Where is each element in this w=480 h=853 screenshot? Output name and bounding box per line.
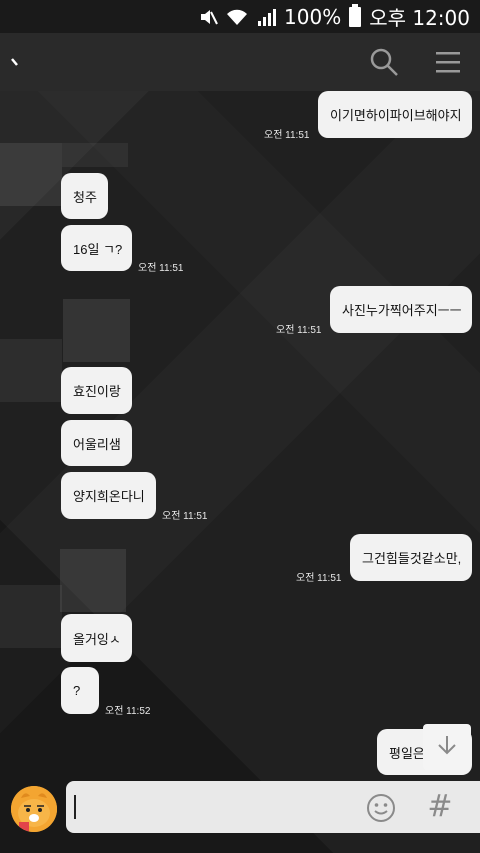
mute-icon (198, 7, 218, 27)
message-bubble[interactable]: 16일 ㄱ? (61, 225, 132, 271)
wifi-icon (226, 7, 248, 27)
sender-avatar[interactable] (63, 299, 130, 362)
sender-avatar[interactable] (0, 585, 62, 648)
back-arrow-icon[interactable] (8, 55, 22, 69)
message-input-bar: # (0, 777, 480, 853)
message-bubble[interactable]: 어울리샘 (61, 420, 132, 466)
chat-header (0, 33, 480, 91)
sender-avatar[interactable] (0, 339, 62, 402)
clock: 오후 12:00 (369, 6, 470, 30)
emoji-icon[interactable] (366, 793, 396, 823)
message-input[interactable] (66, 781, 480, 833)
message-time: 오전 11:52 (105, 706, 151, 717)
hashtag-button[interactable]: # (427, 789, 453, 824)
search-icon[interactable] (368, 46, 400, 78)
message-time: 오전 11:51 (296, 573, 342, 584)
arrow-down-icon (435, 733, 459, 761)
message-time: 오전 11:51 (138, 263, 184, 274)
sender-avatar[interactable] (0, 143, 62, 206)
menu-icon[interactable] (432, 46, 464, 78)
message-bubble[interactable]: 효진이랑 (61, 367, 132, 414)
message-time: 오전 11:51 (276, 325, 322, 336)
status-bar: 100% 오후 12:00 (0, 0, 480, 33)
battery-icon (349, 3, 362, 27)
signal-icon (256, 7, 277, 27)
scroll-to-bottom-button[interactable] (423, 724, 471, 770)
message-bubble[interactable]: 그건힘들것같소만, (350, 534, 472, 581)
message-bubble[interactable]: 사진누가찍어주지ㅡㅡ (330, 286, 472, 333)
sender-name-blur (62, 143, 128, 167)
message-bubble[interactable]: 올거잉ㅅ (61, 614, 132, 662)
sender-avatar[interactable] (60, 549, 126, 612)
message-bubble[interactable]: 청주 (61, 173, 108, 219)
message-bubble[interactable]: 양지희온다니 (61, 472, 156, 519)
message-time: 오전 11:51 (264, 130, 310, 141)
battery-percent: 100% (284, 4, 342, 29)
message-time: 오전 11:51 (162, 511, 208, 522)
message-bubble[interactable]: 이기면하이파이브해야지 (318, 91, 472, 138)
message-bubble[interactable]: ? (61, 667, 99, 714)
text-cursor (74, 795, 76, 819)
profile-avatar[interactable] (11, 786, 57, 832)
